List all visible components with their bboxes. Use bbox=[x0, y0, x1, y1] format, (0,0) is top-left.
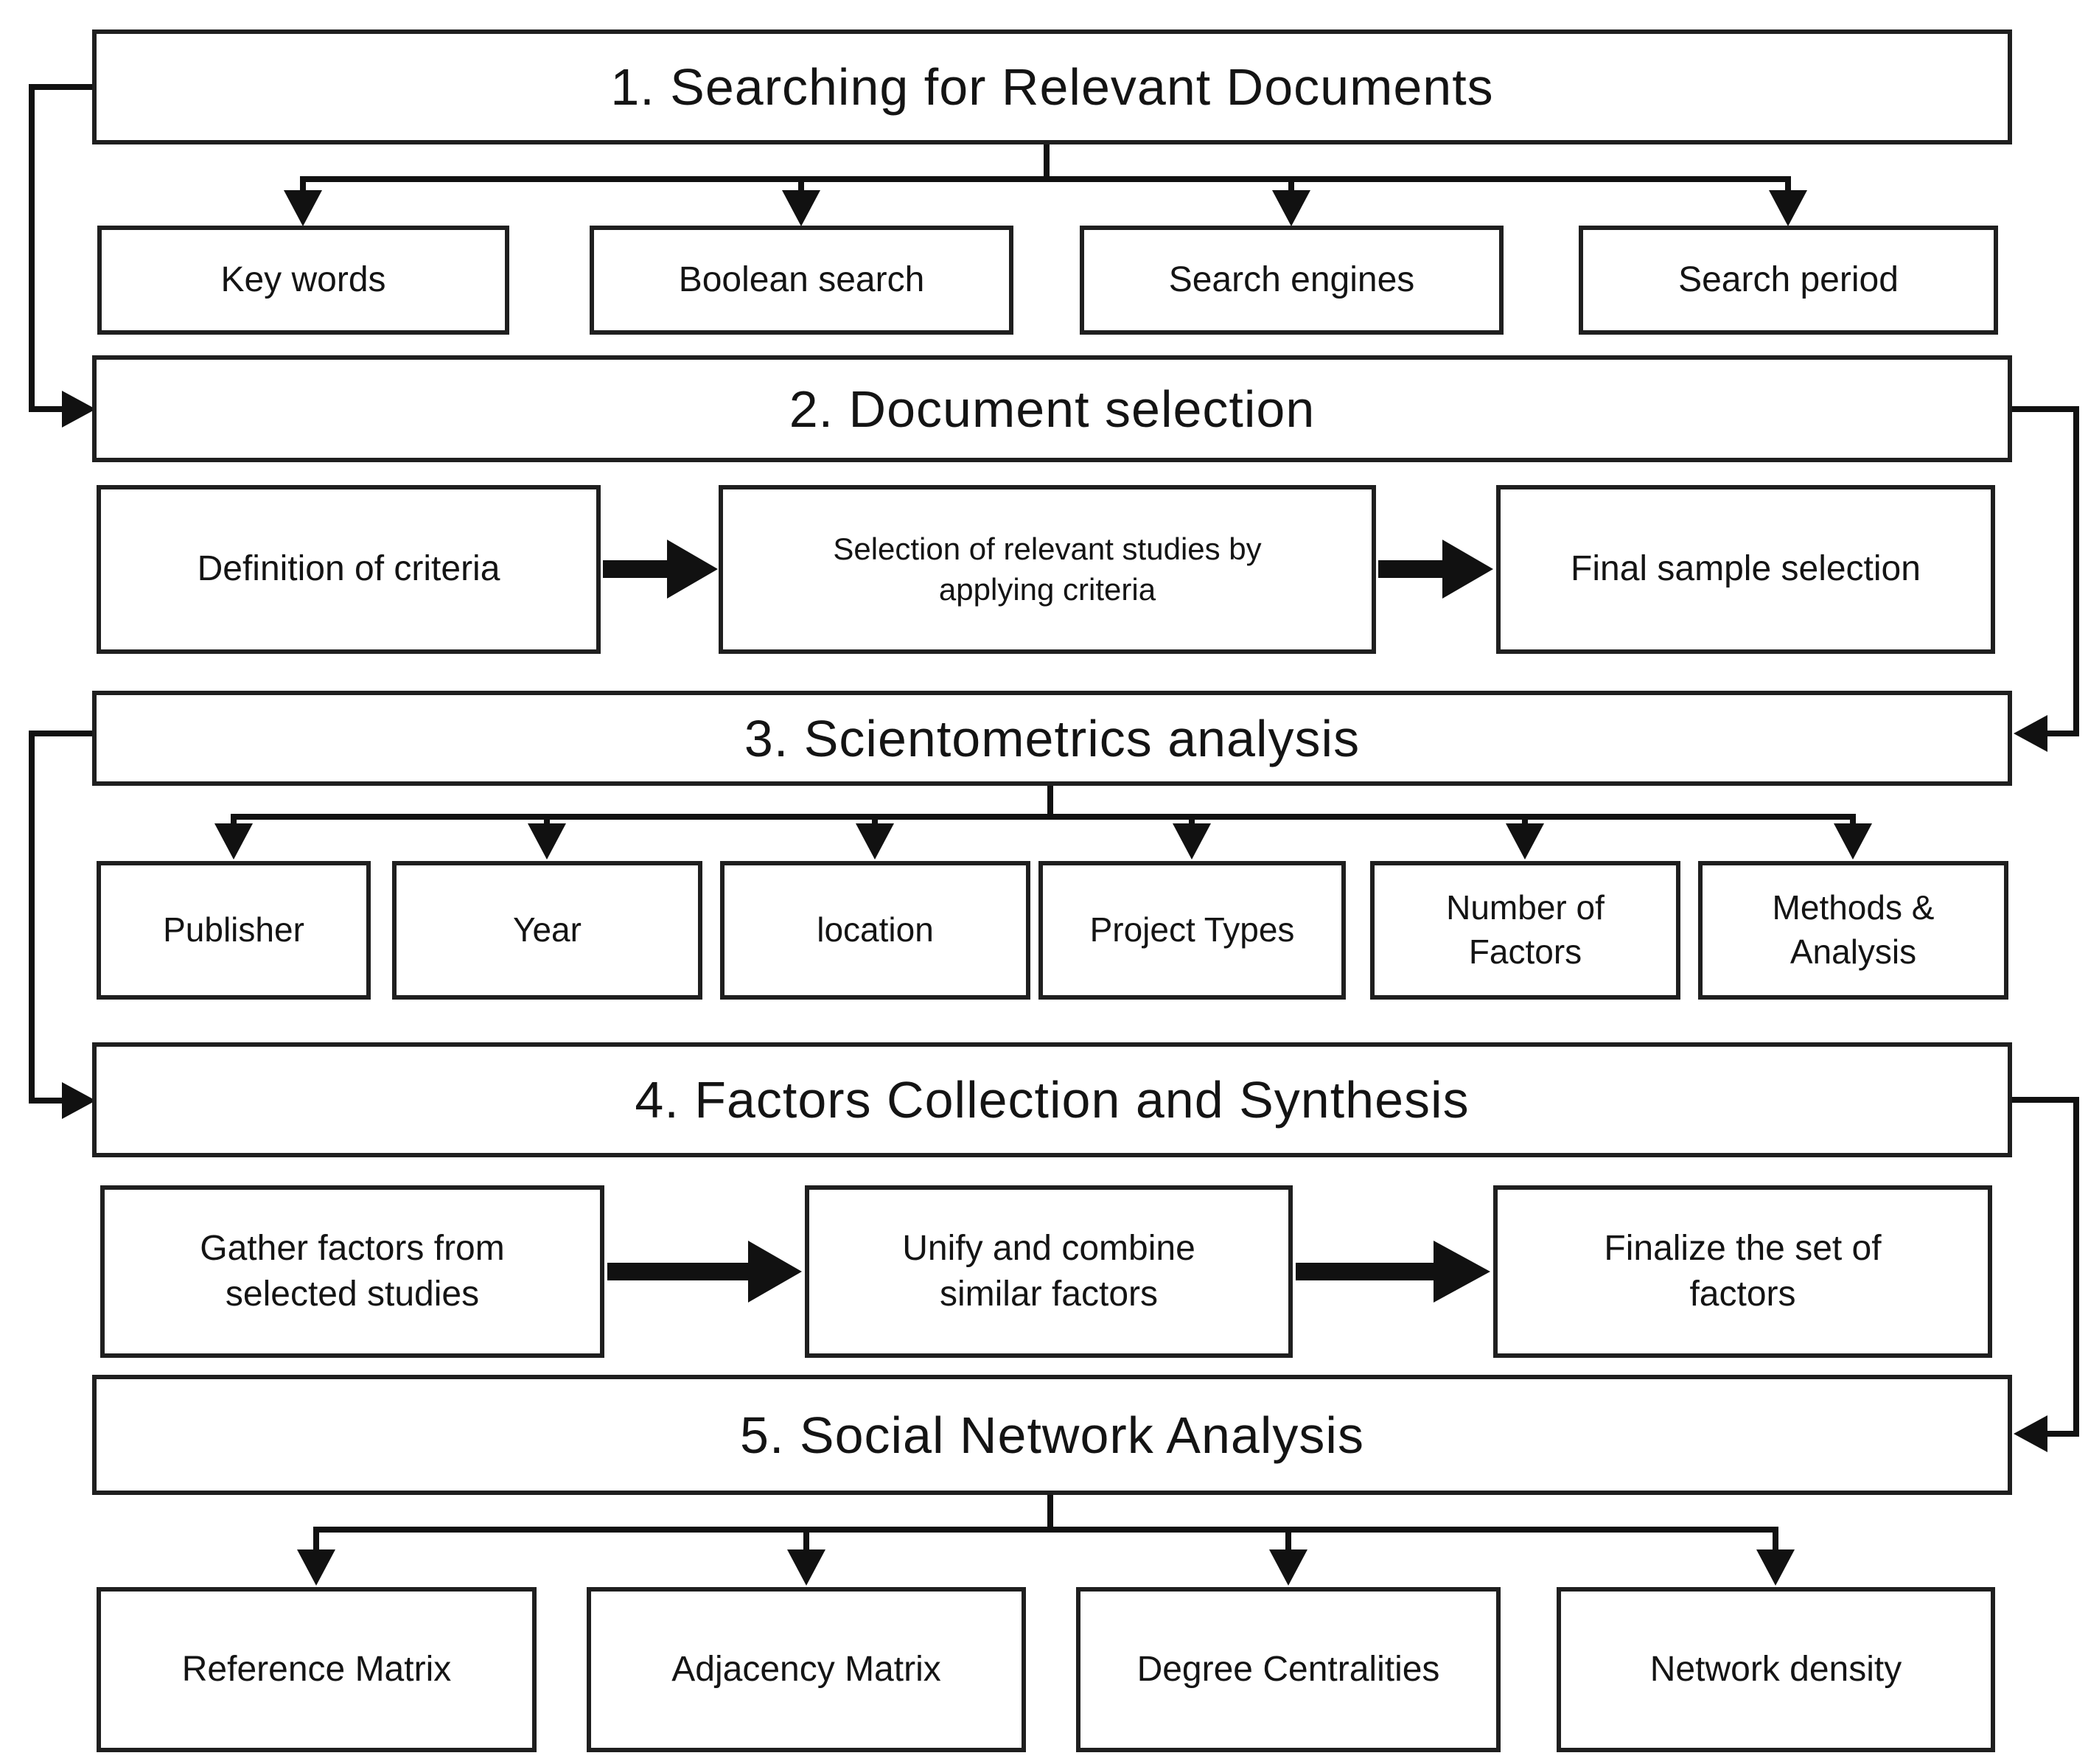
selection-of-studies-box: Selection of relevant studies by applyin… bbox=[719, 485, 1376, 654]
stage3-branch-connector bbox=[214, 780, 1872, 860]
methods-analysis-label: Methods & Analysis bbox=[1772, 888, 1935, 971]
key-words-box: Key words bbox=[97, 226, 509, 335]
arrowhead-down-icon bbox=[1269, 1549, 1307, 1586]
arrowhead-right-icon bbox=[62, 391, 96, 428]
arrowhead-down-icon bbox=[856, 823, 894, 860]
year-box: Year bbox=[392, 861, 702, 1000]
project-types-label: Project Types bbox=[1089, 910, 1295, 949]
unify-to-finalize-arrow bbox=[1296, 1241, 1490, 1303]
gather-factors-box: Gather factors from selected studies bbox=[100, 1185, 604, 1358]
stage-5-title: 5. Social Network Analysis bbox=[740, 1406, 1364, 1464]
search-engines-box: Search engines bbox=[1080, 226, 1504, 335]
arrowhead-down-icon bbox=[297, 1549, 335, 1586]
number-of-factors-label: Number of Factors bbox=[1446, 888, 1605, 971]
boolean-search-box: Boolean search bbox=[590, 226, 1013, 335]
stage-4-box: 4. Factors Collection and Synthesis bbox=[92, 1042, 2012, 1157]
definition-to-selection-arrow bbox=[603, 540, 718, 599]
boolean-search-label: Boolean search bbox=[678, 259, 925, 299]
arrowhead-down-icon bbox=[1834, 823, 1872, 860]
search-period-label: Search period bbox=[1678, 259, 1899, 299]
stage-1-box: 1. Searching for Relevant Documents bbox=[92, 29, 2012, 144]
arrowhead-right-icon bbox=[748, 1241, 802, 1303]
stage-3-box: 3. Scientometrics analysis bbox=[92, 691, 2012, 786]
stage-5-box: 5. Social Network Analysis bbox=[92, 1375, 2012, 1495]
arrowhead-down-icon bbox=[284, 190, 322, 226]
definition-of-criteria-label: Definition of criteria bbox=[197, 549, 500, 589]
year-label: Year bbox=[513, 910, 582, 949]
unify-factors-label: Unify and combine similar factors bbox=[902, 1228, 1195, 1314]
reference-matrix-box: Reference Matrix bbox=[97, 1587, 537, 1752]
arrowhead-down-icon bbox=[1769, 190, 1807, 226]
arrowhead-down-icon bbox=[1272, 190, 1310, 226]
gather-to-unify-arrow bbox=[607, 1241, 802, 1303]
definition-of-criteria-box: Definition of criteria bbox=[97, 485, 601, 654]
final-sample-selection-label: Final sample selection bbox=[1571, 549, 1921, 589]
network-density-label: Network density bbox=[1649, 1649, 1902, 1689]
arrowhead-down-icon bbox=[1173, 823, 1211, 860]
adjacency-matrix-label: Adjacency Matrix bbox=[671, 1649, 941, 1689]
stage2-to-stage3-connector bbox=[2008, 406, 2079, 752]
arrowhead-down-icon bbox=[1506, 823, 1544, 860]
final-sample-selection-box: Final sample selection bbox=[1496, 485, 1995, 654]
gather-factors-label: Gather factors from selected studies bbox=[200, 1228, 505, 1314]
finalize-factors-label: Finalize the set of factors bbox=[1604, 1228, 1882, 1314]
arrowhead-right-icon bbox=[1442, 540, 1493, 599]
arrowhead-down-icon bbox=[214, 823, 253, 860]
publisher-box: Publisher bbox=[97, 861, 371, 1000]
key-words-label: Key words bbox=[220, 259, 386, 299]
location-box: location bbox=[720, 861, 1030, 1000]
adjacency-matrix-box: Adjacency Matrix bbox=[587, 1587, 1026, 1752]
arrowhead-down-icon bbox=[1756, 1549, 1795, 1586]
stage-2-title: 2. Document selection bbox=[789, 380, 1316, 438]
methods-analysis-box: Methods & Analysis bbox=[1698, 861, 2008, 1000]
project-types-box: Project Types bbox=[1038, 861, 1346, 1000]
unify-factors-box: Unify and combine similar factors bbox=[805, 1185, 1293, 1358]
degree-centralities-label: Degree Centralities bbox=[1136, 1649, 1440, 1689]
stage5-branch-connector bbox=[297, 1489, 1795, 1586]
stage1-branch-connector bbox=[284, 139, 1807, 226]
location-label: location bbox=[817, 910, 934, 949]
arrowhead-right-icon bbox=[62, 1082, 96, 1119]
finalize-factors-box: Finalize the set of factors bbox=[1493, 1185, 1992, 1358]
search-engines-label: Search engines bbox=[1168, 259, 1415, 299]
arrowhead-right-icon bbox=[1434, 1241, 1490, 1303]
stage3-to-stage4-connector bbox=[29, 731, 97, 1119]
stage4-to-stage5-connector bbox=[2008, 1097, 2079, 1452]
stage-2-box: 2. Document selection bbox=[92, 355, 2012, 462]
selection-to-final-arrow bbox=[1378, 540, 1493, 599]
stage-3-title: 3. Scientometrics analysis bbox=[744, 709, 1361, 767]
arrowhead-left-icon bbox=[2014, 1415, 2047, 1452]
stage-1-title: 1. Searching for Relevant Documents bbox=[610, 58, 1494, 116]
stage-4-title: 4. Factors Collection and Synthesis bbox=[635, 1071, 1470, 1129]
degree-centralities-box: Degree Centralities bbox=[1076, 1587, 1501, 1752]
arrowhead-down-icon bbox=[787, 1549, 825, 1586]
arrowhead-left-icon bbox=[2014, 715, 2047, 752]
reference-matrix-label: Reference Matrix bbox=[181, 1649, 452, 1689]
arrowhead-down-icon bbox=[528, 823, 566, 860]
selection-of-studies-label: Selection of relevant studies by applyin… bbox=[833, 531, 1262, 607]
publisher-label: Publisher bbox=[163, 910, 304, 949]
number-of-factors-box: Number of Factors bbox=[1370, 861, 1680, 1000]
search-period-box: Search period bbox=[1579, 226, 1998, 335]
arrowhead-right-icon bbox=[667, 540, 718, 599]
network-density-box: Network density bbox=[1557, 1587, 1995, 1752]
stage1-to-stage2-connector bbox=[29, 84, 97, 428]
arrowhead-down-icon bbox=[782, 190, 820, 226]
